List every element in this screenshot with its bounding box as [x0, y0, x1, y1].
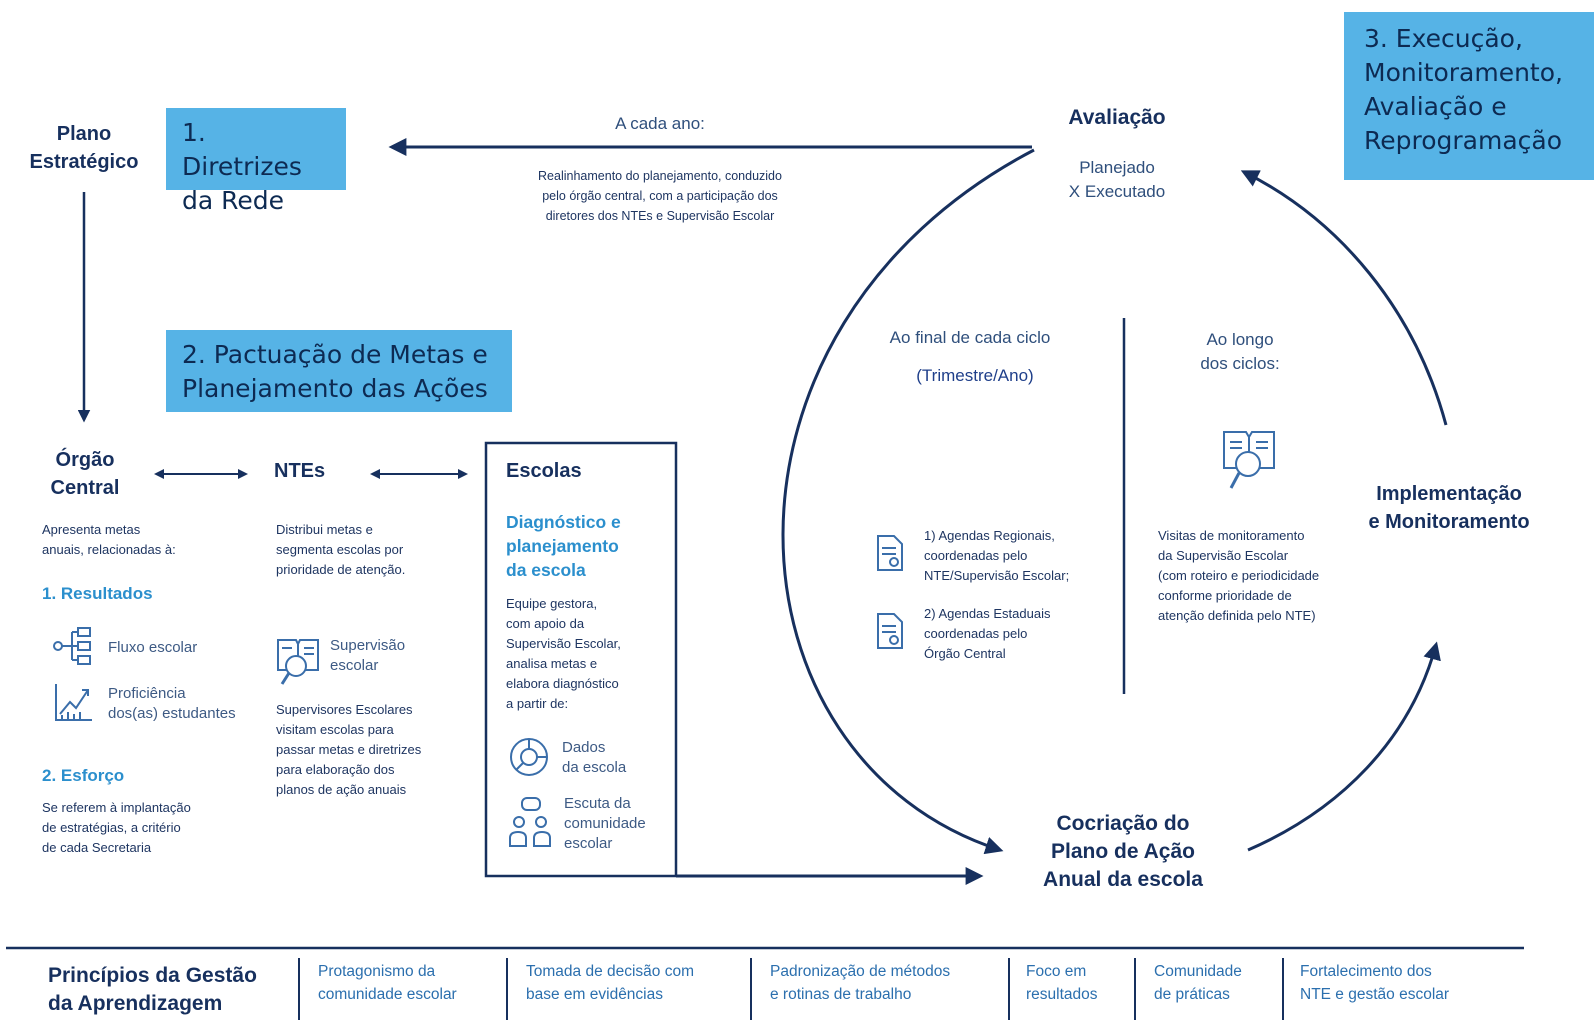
fluxo-label: Fluxo escolar	[108, 639, 198, 656]
cocriacao-to-implementacao-arc	[1247, 641, 1441, 852]
esforco-desc: Se referem à implantação de estratégias,…	[42, 800, 191, 855]
community-icon	[508, 796, 552, 853]
escolas-subtitle: Diagnóstico e planejamento da escola	[506, 512, 621, 580]
document-magnifier-icon	[274, 636, 322, 693]
supervisao-label: Supervisão escolar	[330, 637, 406, 674]
principle-divider	[1008, 958, 1010, 1020]
orgao-central-title: Órgão Central	[50, 449, 120, 499]
cocriacao-title: Cocriação do Plano de Ação Anual da esco…	[1043, 812, 1203, 891]
dados-label: Dados da escola	[562, 739, 627, 776]
principle-item: Comunidade de práticas	[1154, 963, 1242, 1003]
escolas-title: Escolas	[506, 460, 582, 482]
escolas-box-border	[484, 441, 678, 878]
orgao-desc: Apresenta metas anuais, relacionadas à:	[42, 522, 176, 557]
step3-box: 3. Execução, Monitoramento, Avaliação e …	[1344, 12, 1594, 180]
plano-estrategico-label: Plano Estratégico	[29, 123, 139, 173]
principle-item: Foco em resultados	[1026, 963, 1098, 1003]
principios-title: Princípios da Gestão da Aprendizagem	[48, 964, 257, 1015]
longo-ciclos-title: Ao longo dos ciclos:	[1200, 330, 1280, 373]
principle-divider	[1134, 958, 1136, 1020]
escolas-desc: Equipe gestora, com apoio da Supervisão …	[506, 596, 621, 711]
implementacao-to-avaliacao-arc	[1240, 170, 1448, 426]
step1-box: 1. Diretrizes da Rede	[166, 108, 346, 215]
certificate-document-icon	[876, 534, 904, 577]
ntes-title: NTEs	[274, 460, 326, 482]
agenda1: 1) Agendas Regionais, coordenadas pelo N…	[924, 528, 1070, 583]
pie-chart-icon	[508, 736, 550, 783]
annual-label: A cada ano:	[615, 114, 705, 133]
ntes-visita-desc: Supervisores Escolares visitam escolas p…	[276, 702, 422, 797]
principle-divider	[750, 958, 752, 1020]
growth-chart-icon	[52, 682, 94, 729]
agenda2: 2) Agendas Estaduais coordenadas pelo Ór…	[924, 606, 1051, 661]
annual-note: Realinhamento do planejamento, conduzido…	[538, 169, 782, 223]
principle-item: Protagonismo da comunidade escolar	[318, 963, 457, 1003]
certificate-document-icon	[876, 612, 904, 655]
flow-chart-icon	[52, 626, 94, 671]
principle-item: Tomada de decisão com base em evidências	[526, 963, 695, 1003]
avaliacao-to-cocriacao-arc	[781, 148, 1035, 855]
avaliacao-title: Avaliação	[1068, 106, 1166, 129]
esforco-title: 2. Esforço	[42, 766, 125, 785]
proficiencia-label: Proficiência dos(as) estudantes	[108, 685, 236, 722]
principle-divider	[1282, 958, 1284, 1020]
resultados-title: 1. Resultados	[42, 584, 153, 603]
escuta-label: Escuta da comunidade escolar	[564, 795, 646, 852]
final-ciclo-period: (Trimestre/Ano)	[916, 366, 1034, 385]
principle-divider	[506, 958, 508, 1020]
implementacao-title: Implementação e Monitoramento	[1368, 483, 1530, 533]
principle-item: Padronização de métodos e rotinas de tra…	[770, 963, 951, 1003]
document-magnifier-icon	[1220, 428, 1278, 497]
step2-box: 2. Pactuação de Metas e Planejamento das…	[166, 330, 512, 412]
final-ciclo-title: Ao final de cada ciclo	[889, 328, 1051, 347]
visitas-desc: Visitas de monitoramento da Supervisão E…	[1158, 528, 1320, 623]
principle-divider	[298, 958, 300, 1020]
avaliacao-sub: Planejado X Executado	[1068, 158, 1166, 201]
ntes-desc: Distribui metas e segmenta escolas por p…	[276, 522, 406, 577]
principle-item: Fortalecimento dos NTE e gestão escolar	[1300, 963, 1450, 1003]
